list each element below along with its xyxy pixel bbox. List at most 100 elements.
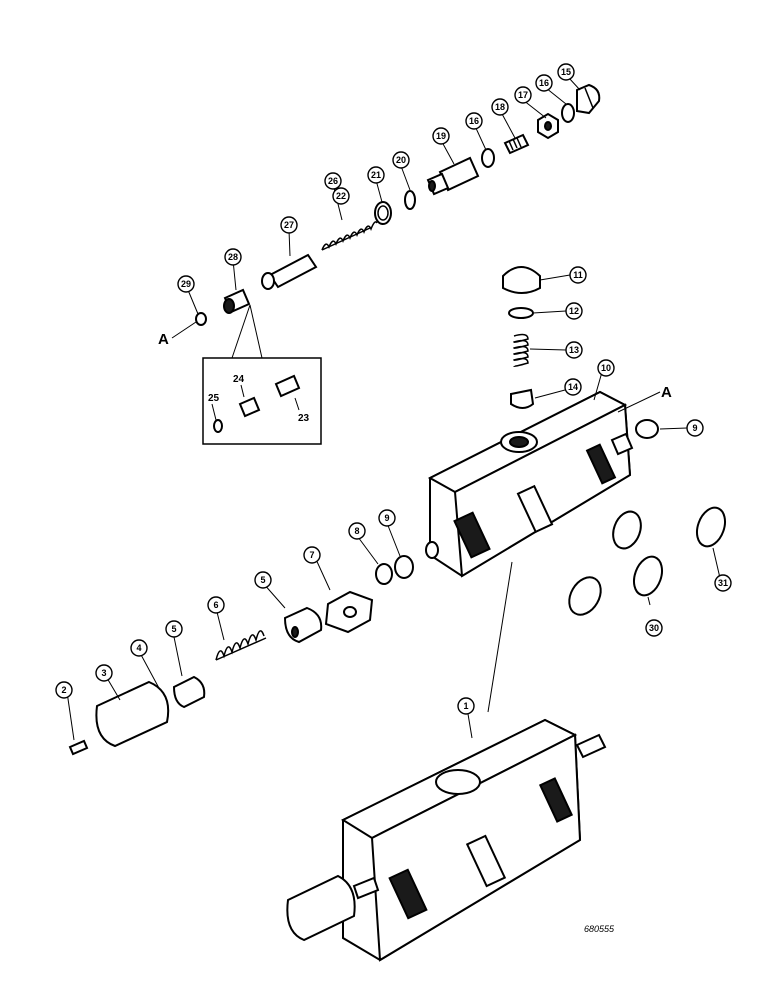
callout-16: 16 <box>465 112 483 130</box>
inset-poppet-part <box>274 374 301 398</box>
callout-20: 20 <box>392 151 410 169</box>
callout-6: 6 <box>207 596 225 614</box>
svg-text:27: 27 <box>284 220 294 230</box>
svg-text:8: 8 <box>354 526 359 536</box>
o-ring-part <box>612 510 642 550</box>
callout-9: 9 <box>686 419 704 437</box>
inset-label-24: 24 <box>233 374 245 385</box>
svg-text:17: 17 <box>518 90 528 100</box>
svg-text:22: 22 <box>336 191 346 201</box>
callout-7: 7 <box>303 546 321 564</box>
o-ring-part <box>568 576 602 616</box>
callout-10: 10 <box>597 359 615 377</box>
callout-13: 13 <box>565 341 583 359</box>
callout-17: 17 <box>514 86 532 104</box>
callout-30: 30 <box>645 619 663 637</box>
svg-text:21: 21 <box>371 170 381 180</box>
callout-22: 22 <box>332 187 350 205</box>
reference-leader <box>171 321 197 339</box>
callout-31: 31 <box>714 574 732 592</box>
o-ring-part <box>508 307 534 319</box>
callout-14: 14 <box>564 378 582 396</box>
o-ring-part <box>195 312 207 326</box>
svg-text:18: 18 <box>495 102 505 112</box>
valve-seat-part <box>223 288 251 314</box>
svg-text:31: 31 <box>718 578 728 588</box>
callout-1: 1 <box>457 697 475 715</box>
o-ring-part <box>632 555 664 597</box>
svg-text:2: 2 <box>61 685 66 695</box>
svg-text:16: 16 <box>539 78 549 88</box>
check-poppet-part <box>510 388 535 409</box>
callout-2: 2 <box>55 681 73 699</box>
washer-part <box>561 103 575 123</box>
spring-part <box>513 333 529 367</box>
callouts: 15 16 17 18 16 19 20 21 26 22 27 28 29 1… <box>55 63 732 715</box>
valve-section-housing <box>425 390 634 578</box>
o-ring-part <box>404 190 416 210</box>
callout-15: 15 <box>557 63 575 81</box>
backup-washer-part <box>375 563 393 585</box>
svg-text:1: 1 <box>463 701 468 711</box>
check-valve-parts <box>502 266 541 409</box>
cap-plug-part <box>502 266 541 294</box>
assembly-leader-line <box>487 561 513 713</box>
svg-text:10: 10 <box>601 363 611 373</box>
set-screw-part <box>503 133 530 155</box>
end-cap-part <box>95 680 170 748</box>
svg-text:4: 4 <box>136 643 141 653</box>
centering-spring-part <box>215 630 267 661</box>
callout-28: 28 <box>224 248 242 266</box>
svg-text:3: 3 <box>101 668 106 678</box>
callout-27: 27 <box>280 216 298 234</box>
callout-12: 12 <box>565 302 583 320</box>
callout-3: 3 <box>95 664 113 682</box>
svg-text:7: 7 <box>309 550 314 560</box>
reference-letter-a-right: A <box>661 384 672 401</box>
cap-screw-part <box>68 739 89 756</box>
svg-text:16: 16 <box>469 116 479 126</box>
inset-label-23: 23 <box>298 413 310 424</box>
svg-text:13: 13 <box>569 345 579 355</box>
callout-19: 19 <box>432 127 450 145</box>
inset-o-ring-part <box>213 419 223 433</box>
svg-text:5: 5 <box>260 575 265 585</box>
inset-detail-box: 24 25 23 <box>202 304 322 445</box>
callout-29: 29 <box>177 275 195 293</box>
acorn-nut-part <box>576 83 601 115</box>
svg-text:6: 6 <box>213 600 218 610</box>
svg-text:9: 9 <box>384 513 389 523</box>
svg-text:20: 20 <box>396 155 406 165</box>
svg-text:26: 26 <box>328 176 338 186</box>
reference-leader <box>617 391 661 413</box>
callout-4: 4 <box>130 639 148 657</box>
spring-part <box>321 221 378 251</box>
inset-label-25: 25 <box>208 393 220 404</box>
o-ring-part <box>695 506 727 548</box>
svg-text:11: 11 <box>573 270 583 280</box>
callout-11: 11 <box>569 266 587 284</box>
assembled-valve-section <box>286 718 607 962</box>
svg-text:29: 29 <box>181 279 191 289</box>
washer-part <box>481 148 495 168</box>
callout-5: 5 <box>165 620 183 638</box>
svg-text:19: 19 <box>436 131 446 141</box>
svg-text:14: 14 <box>568 382 578 392</box>
callout-26: 26 <box>324 172 342 190</box>
relief-valve-body-part <box>426 156 480 196</box>
relief-valve-parts <box>195 83 601 326</box>
callout-5: 5 <box>254 571 272 589</box>
svg-text:12: 12 <box>569 306 579 316</box>
reference-letter-a-left: A <box>158 331 169 348</box>
callout-18: 18 <box>491 98 509 116</box>
plunger-part <box>261 253 318 290</box>
callout-21: 21 <box>367 166 385 184</box>
callout-16: 16 <box>535 74 553 92</box>
svg-text:5: 5 <box>171 624 176 634</box>
callout-8: 8 <box>348 522 366 540</box>
spool-end-parts <box>68 606 323 756</box>
o-ring-part <box>394 555 414 579</box>
figure-number: 680555 <box>584 924 615 934</box>
hex-nut-part <box>537 112 559 140</box>
